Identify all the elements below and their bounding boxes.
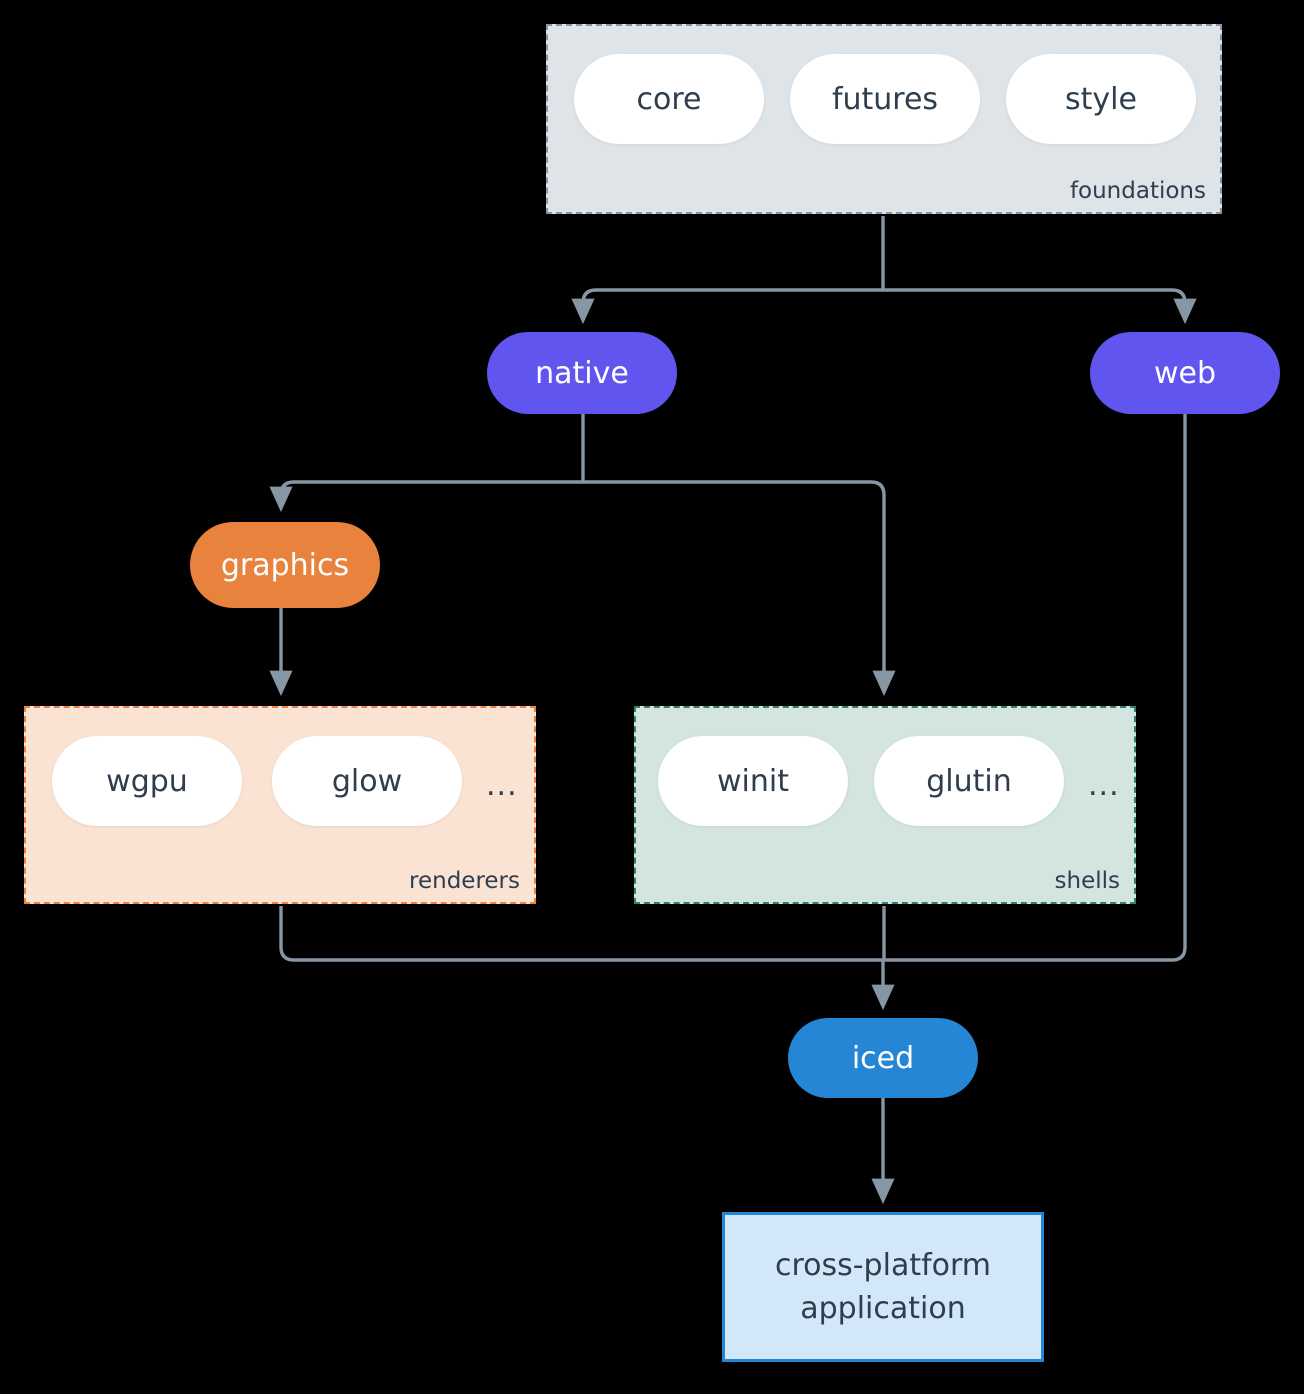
- chip-style-label: style: [1065, 81, 1137, 117]
- node-iced-label: iced: [851, 1040, 915, 1076]
- node-iced[interactable]: iced: [788, 1018, 978, 1098]
- chip-glow-label: glow: [331, 763, 403, 799]
- node-native-label: native: [535, 355, 629, 391]
- chip-core-label: core: [636, 81, 702, 117]
- chip-core[interactable]: core: [574, 54, 764, 144]
- edge-renderers-to-iced: [279, 906, 883, 962]
- group-foundations: core futures style foundations: [546, 24, 1222, 214]
- group-shells: winit glutin ... shells: [634, 706, 1136, 904]
- edge-foundations-to-native: [571, 288, 883, 325]
- group-renderers: wgpu glow ... renderers: [24, 706, 536, 904]
- shells-overflow-ellipsis: ...: [1088, 768, 1120, 803]
- chip-glow[interactable]: glow: [272, 736, 462, 826]
- chip-wgpu[interactable]: wgpu: [52, 736, 242, 826]
- group-foundations-label: foundations: [1069, 178, 1206, 204]
- chip-futures[interactable]: futures: [790, 54, 980, 144]
- edge-native-to-graphics: [269, 480, 583, 513]
- node-cross-platform-application[interactable]: cross-platform application: [722, 1212, 1044, 1362]
- node-web[interactable]: web: [1090, 332, 1280, 414]
- application-label-line2: application: [800, 1291, 966, 1326]
- node-native[interactable]: native: [487, 332, 677, 414]
- edge-foundations-to-web: [883, 288, 1197, 325]
- group-shells-label: shells: [1054, 868, 1120, 894]
- edge-native-to-shells: [583, 480, 896, 697]
- node-web-label: web: [1153, 355, 1217, 391]
- chip-winit[interactable]: winit: [658, 736, 848, 826]
- group-renderers-label: renderers: [409, 868, 520, 894]
- chip-glutin[interactable]: glutin: [874, 736, 1064, 826]
- chip-style[interactable]: style: [1006, 54, 1196, 144]
- renderers-overflow-ellipsis: ...: [486, 768, 518, 803]
- chip-wgpu-label: wgpu: [106, 763, 188, 799]
- node-graphics[interactable]: graphics: [190, 522, 380, 608]
- node-graphics-label: graphics: [220, 547, 350, 583]
- application-label-line1: cross-platform: [774, 1247, 992, 1283]
- chip-winit-label: winit: [717, 763, 789, 799]
- chip-futures-label: futures: [831, 81, 939, 117]
- chip-glutin-label: glutin: [926, 763, 1012, 799]
